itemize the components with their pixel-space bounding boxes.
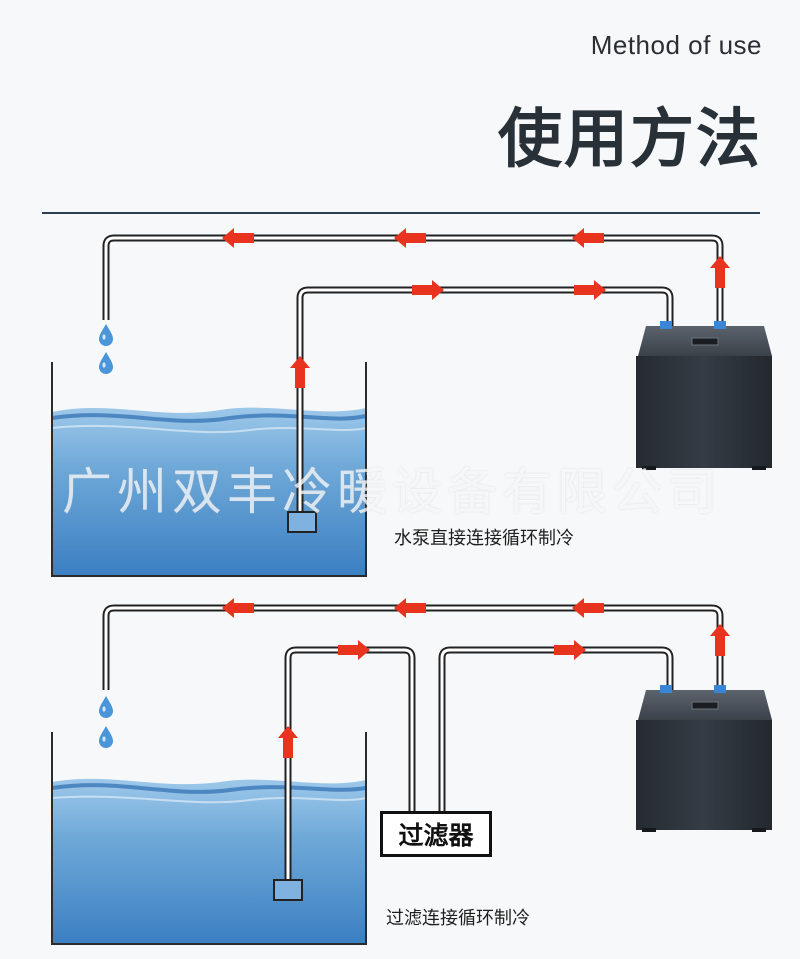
diagram-filter-loop xyxy=(51,598,772,945)
flow-arrow-right-icon xyxy=(338,640,370,660)
filter-label-box: 过滤器 xyxy=(380,811,492,857)
caption-direct-pump: 水泵直接连接循环制冷 xyxy=(394,528,574,549)
caption-filter-loop: 过滤连接循环制冷 xyxy=(386,908,530,929)
water-drop-icon xyxy=(99,726,113,748)
filter-label: 过滤器 xyxy=(398,821,474,850)
chiller-unit xyxy=(636,321,772,470)
return-pipe xyxy=(102,234,724,326)
flow-arrow-left-icon xyxy=(394,598,426,618)
flow-arrow-up-icon xyxy=(290,356,310,388)
tank-outline xyxy=(51,362,367,577)
tank-outline xyxy=(51,732,367,945)
water-pump xyxy=(273,879,303,901)
water-drop-icon xyxy=(99,696,113,718)
subtitle-english: Method of use xyxy=(590,30,762,60)
flow-arrow-right-icon xyxy=(554,640,586,660)
page-title: 使用方法 xyxy=(498,103,762,177)
water-pump xyxy=(287,511,317,533)
tank-water xyxy=(52,407,366,576)
flow-arrow-up-icon xyxy=(710,624,730,656)
company-watermark: 广州双丰冷暖设备有限公司 xyxy=(62,463,722,521)
filter-to-chiller-pipe xyxy=(438,646,674,811)
water-drop-icon xyxy=(99,324,113,346)
flow-arrow-up-icon xyxy=(278,726,298,758)
water-drop-icon xyxy=(99,352,113,374)
tank-water xyxy=(52,778,366,944)
diagram-direct-pump xyxy=(51,228,772,577)
flow-arrow-right-icon xyxy=(412,280,444,300)
chiller-unit xyxy=(636,685,772,832)
flow-arrow-left-icon xyxy=(572,228,604,248)
flow-arrow-up-icon xyxy=(710,256,730,288)
flow-arrow-left-icon xyxy=(222,228,254,248)
flow-arrow-left-icon xyxy=(394,228,426,248)
flow-arrow-left-icon xyxy=(222,598,254,618)
flow-arrow-right-icon xyxy=(574,280,606,300)
flow-arrow-left-icon xyxy=(572,598,604,618)
header-divider xyxy=(42,212,760,214)
